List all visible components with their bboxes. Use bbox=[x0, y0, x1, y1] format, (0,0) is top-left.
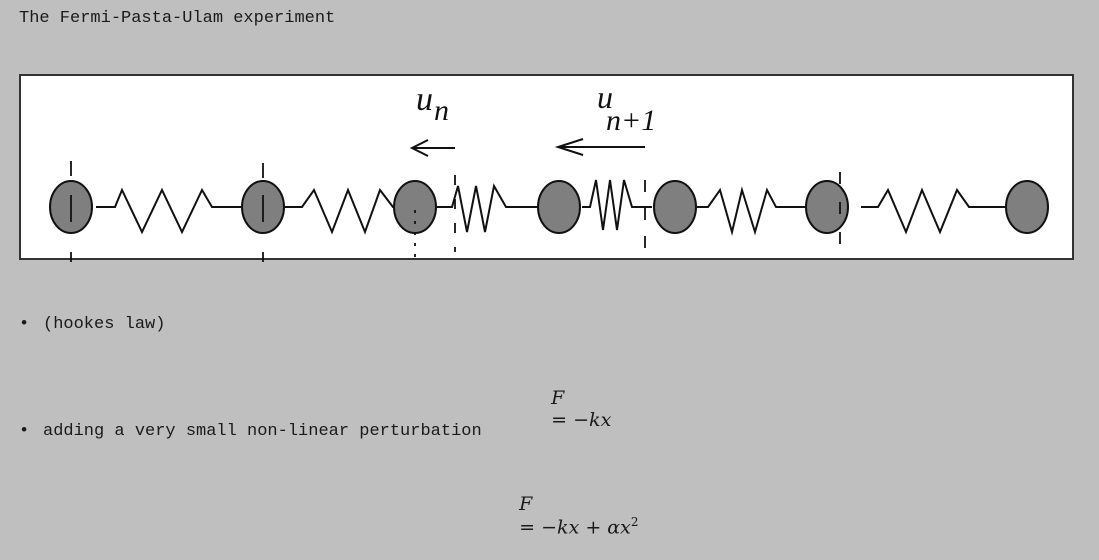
label-un: u bbox=[416, 81, 433, 118]
spring bbox=[582, 179, 652, 231]
bullet-text: adding a very small non-linear perturbat… bbox=[43, 422, 482, 441]
mass bbox=[805, 180, 849, 234]
spring bbox=[697, 186, 805, 236]
equation-hookes-law: F = −kx bbox=[527, 365, 611, 453]
mass-n bbox=[393, 180, 437, 234]
mass bbox=[653, 180, 697, 234]
bullet-icon: • bbox=[19, 422, 30, 441]
equation-rhs: = −kx bbox=[551, 409, 612, 431]
equation-lhs: F bbox=[519, 493, 533, 515]
label-un-sub: n bbox=[434, 94, 449, 127]
label-un1-sub: n+1 bbox=[606, 104, 656, 137]
equation-exponent: 2 bbox=[630, 515, 639, 529]
bullet-text: (hookes law) bbox=[43, 315, 166, 334]
equation-perturbation: F = −kx + αx2 bbox=[495, 471, 638, 560]
spring bbox=[285, 187, 420, 235]
mass-n-plus-1 bbox=[537, 180, 581, 234]
equilibrium-markers bbox=[70, 161, 841, 262]
displacement-arrow-un1 bbox=[554, 138, 645, 156]
spring bbox=[437, 183, 538, 233]
spring bbox=[861, 187, 1005, 235]
displacement-arrow-un bbox=[409, 139, 455, 157]
slide-title: The Fermi-Pasta-Ulam experiment bbox=[19, 9, 336, 28]
mass bbox=[1005, 180, 1049, 234]
mass-spring-chain-figure: u n u n+1 bbox=[19, 74, 1074, 262]
chain-diagram: u n u n+1 bbox=[49, 79, 1049, 262]
spring bbox=[96, 187, 241, 235]
bullet-icon: • bbox=[19, 315, 30, 334]
label-un1: u bbox=[597, 79, 613, 115]
equation-lhs: F bbox=[551, 387, 565, 409]
equation-rhs: = −kx + αx bbox=[519, 516, 631, 539]
